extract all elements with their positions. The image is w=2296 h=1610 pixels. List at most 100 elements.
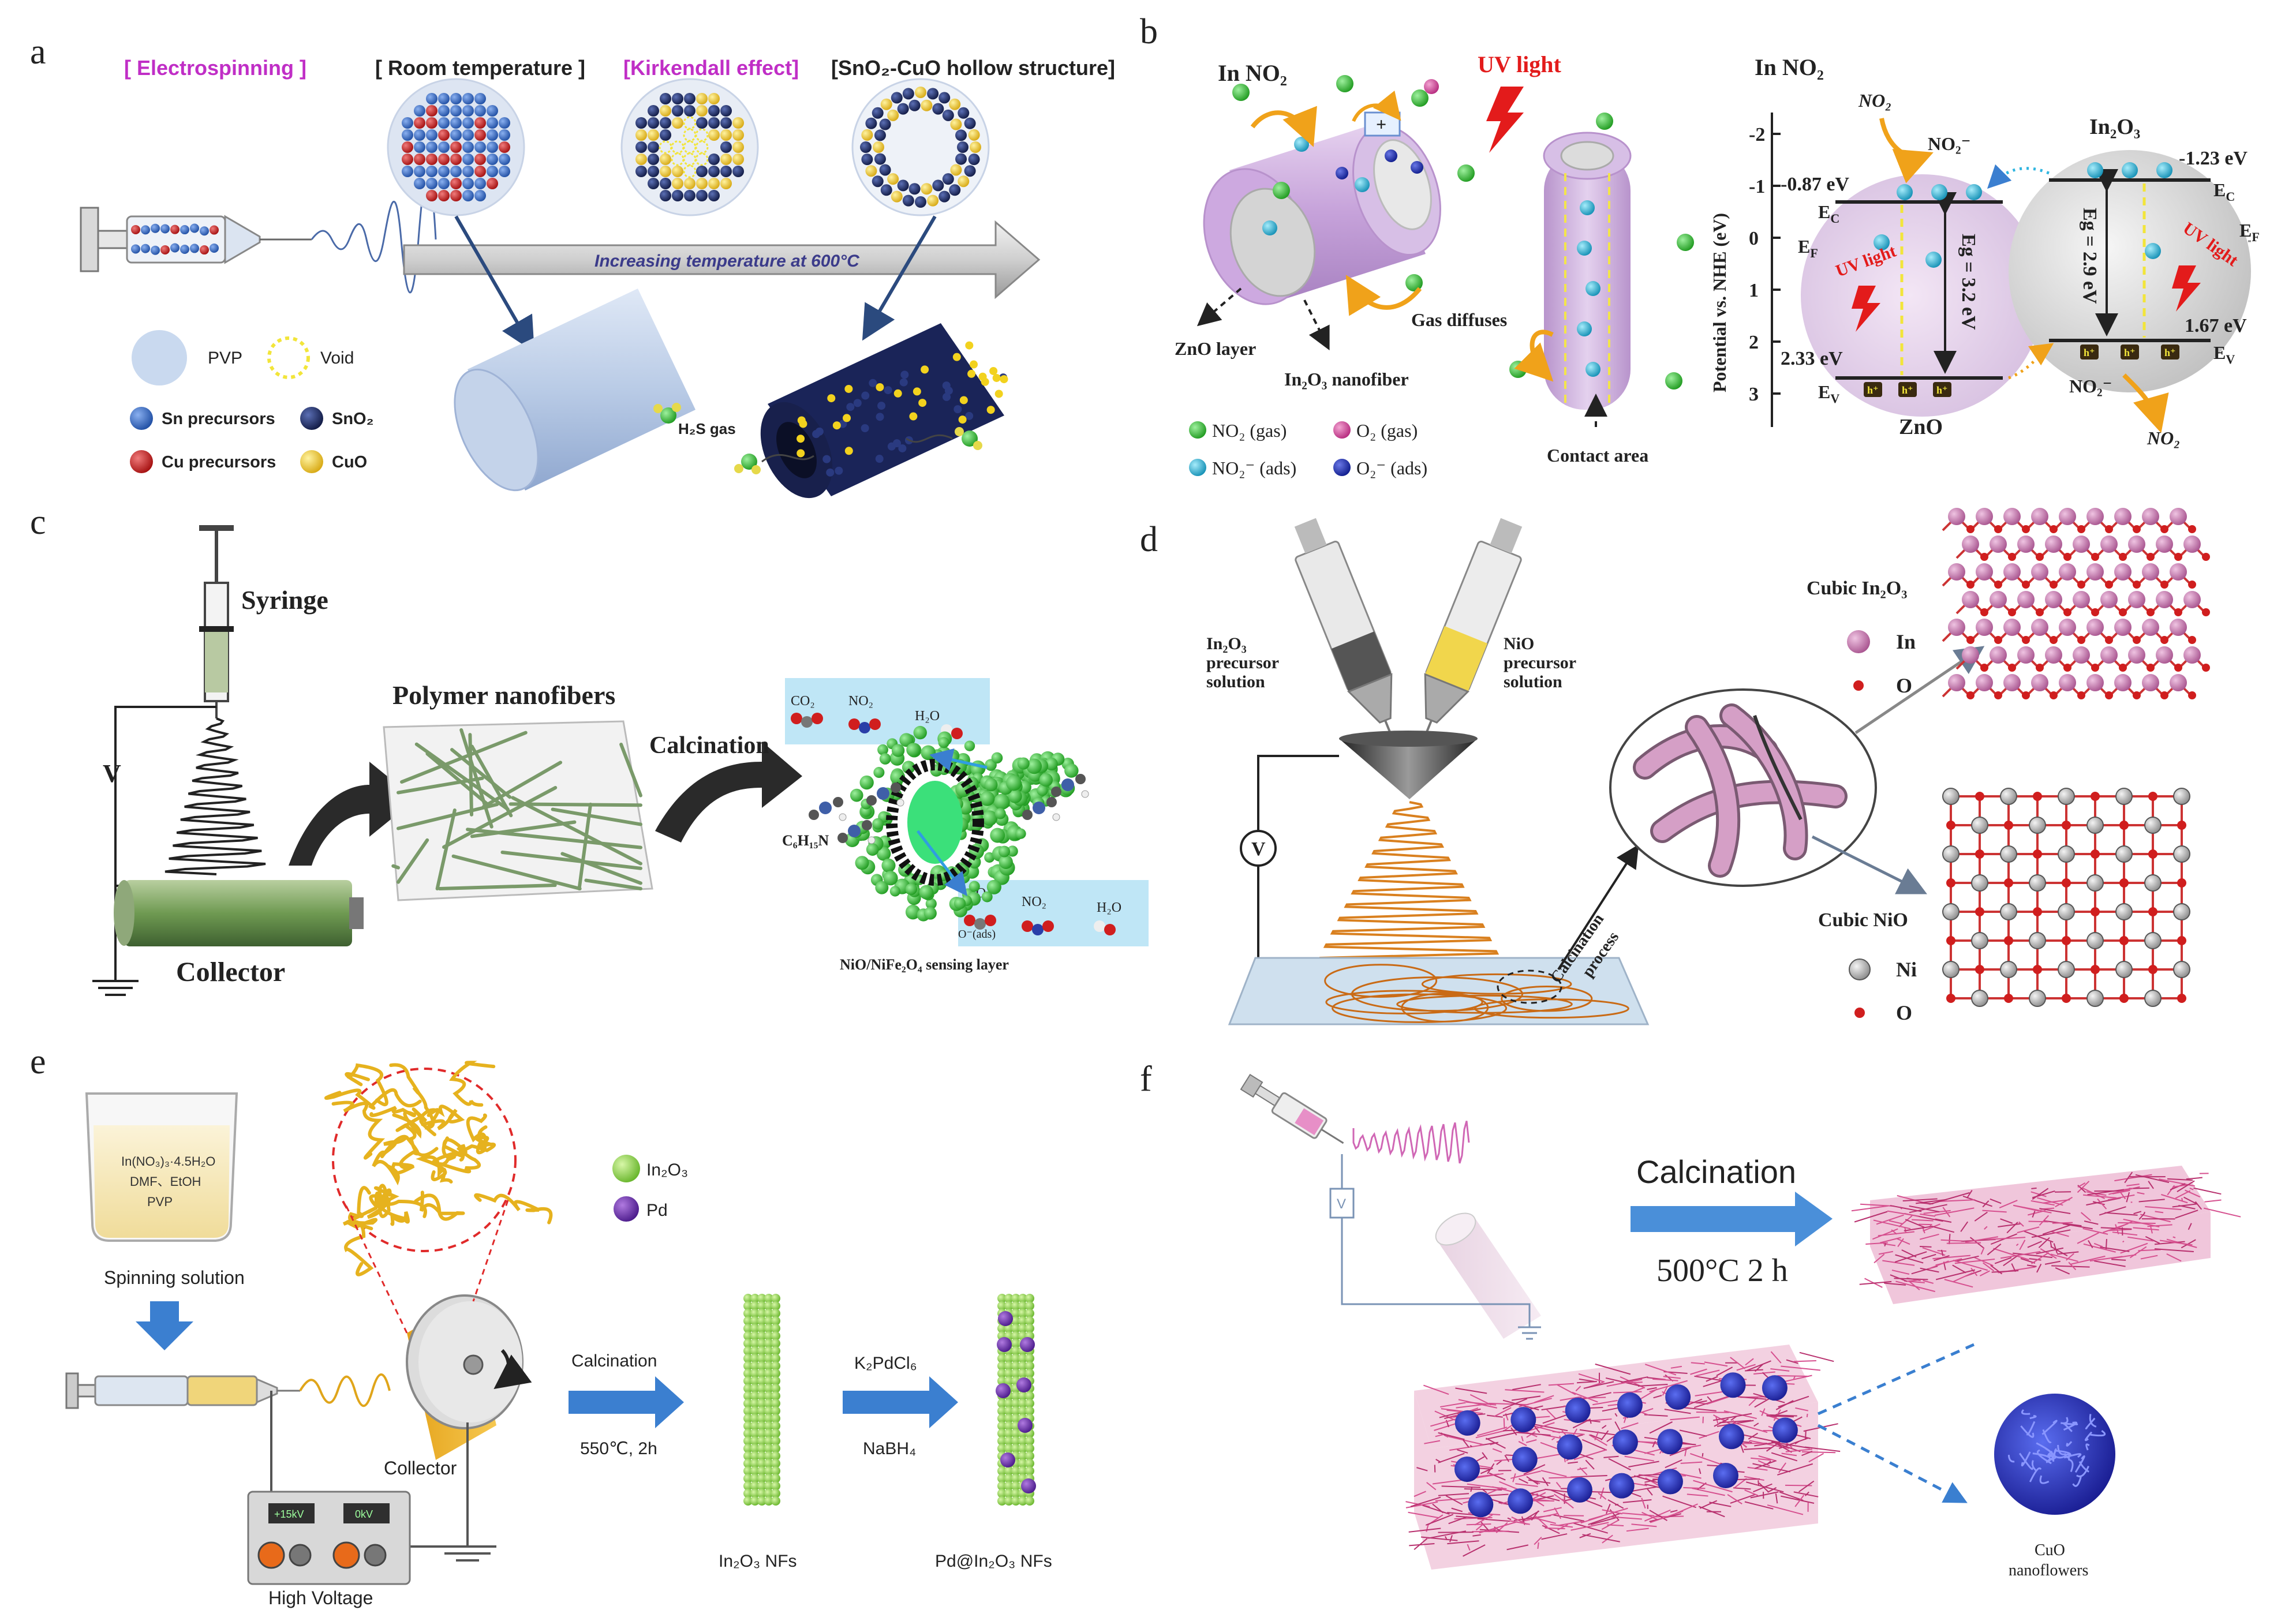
- panel-a: a [ Electrospinning ] [ Room temperature…: [30, 32, 1115, 499]
- zno-label: ZnO: [1899, 415, 1943, 439]
- cuo-fiber: [1409, 1543, 1435, 1547]
- o-atom: [1994, 636, 2002, 644]
- c-polymer-label: Polymer nanofibers: [392, 680, 615, 710]
- precursor-particle: [426, 105, 437, 117]
- precursor-particle: [462, 129, 474, 141]
- tube-particle: [918, 399, 927, 407]
- sensing-particle: [964, 740, 975, 751]
- in2o3-ec-label: EC: [2213, 179, 2235, 204]
- in2o3-label: In₂O₃: [2089, 115, 2140, 139]
- in-atom: [2156, 646, 2173, 664]
- cuo-fiber: [1462, 1439, 1469, 1448]
- e-legend-pd: Pd: [646, 1201, 668, 1220]
- cuo-flower-small: [1508, 1488, 1534, 1514]
- void-marker: [683, 164, 697, 178]
- cuo-fiber: [1684, 1449, 1687, 1457]
- hole: [1898, 382, 1917, 397]
- cuo-fiber: [1535, 1515, 1548, 1528]
- o-atom: [2202, 553, 2210, 561]
- precursor-particle: [462, 93, 474, 104]
- b-gas-arrow-3: [1514, 330, 1554, 382]
- cuo-fiber: [1781, 1452, 1797, 1457]
- in2o3-particle: [997, 1376, 1007, 1386]
- o-atom: [2091, 965, 2100, 974]
- in-atom: [1948, 563, 1965, 581]
- o-atom: [2063, 553, 2071, 561]
- precursor-particle: [499, 129, 510, 141]
- c-no2-bottom: NO₂: [1022, 894, 1046, 909]
- cuo-fiber: [1736, 1478, 1760, 1481]
- cuo-fiber: [1767, 1487, 1777, 1493]
- in-atom: [2003, 674, 2021, 691]
- kirkendall-particle: [720, 178, 732, 189]
- electron: [2145, 243, 2161, 259]
- cuo-fiber: [1940, 1239, 1963, 1242]
- in-atom: [2031, 674, 2048, 691]
- o-atom: [1946, 936, 1955, 945]
- cuo-fiber: [1543, 1507, 1562, 1512]
- sensing-particle: [872, 818, 884, 830]
- in2o3-particle: [764, 1361, 773, 1371]
- tube-particle: [981, 377, 989, 386]
- cuo-fiber: [2087, 1189, 2124, 1196]
- in2o3-particle: [1025, 1301, 1034, 1311]
- cuo-fiber: [1476, 1426, 1508, 1436]
- o-atom: [2036, 664, 2044, 672]
- cuo-fiber: [1693, 1480, 1733, 1493]
- f-calcination-label: Calcination: [1636, 1154, 1796, 1190]
- cuo-fiber: [1880, 1237, 1901, 1244]
- e-wave: [299, 1373, 391, 1407]
- hollow-particle: [970, 141, 981, 153]
- sensing-particle: [938, 737, 949, 748]
- cuo-fiber: [1526, 1476, 1539, 1485]
- cuo-fiber: [1935, 1269, 1976, 1280]
- precursor-particle: [438, 153, 450, 165]
- in2o3-particle: [750, 1339, 760, 1348]
- cuo-fiber: [1516, 1432, 1551, 1436]
- tube-particle: [884, 386, 892, 395]
- cuo-fiber: [1595, 1363, 1631, 1375]
- cuo-fiber: [1990, 1198, 2002, 1204]
- hollow-particle: [897, 103, 909, 115]
- sensing-particle: [979, 791, 995, 806]
- syringe-c: [199, 525, 234, 718]
- gas-atom: [1022, 920, 1033, 932]
- panel-e: e In(NO₃)₃·4.5H₂O DMF、EtOH PVP Spinning …: [30, 1042, 1052, 1608]
- hollow-particle: [938, 92, 951, 104]
- kirkendall-particle: [708, 93, 720, 104]
- legend-sn-precursors: Sn precursors: [162, 410, 275, 428]
- o-atom: [2063, 664, 2071, 672]
- tube-particle: [899, 378, 908, 387]
- kirkendall-particle: [696, 178, 708, 189]
- syringe-particle: [131, 224, 140, 234]
- cuo-fiber: [1912, 1219, 1934, 1222]
- kirkendall-particle: [635, 153, 647, 165]
- cuo-fiber: [1641, 1511, 1658, 1521]
- c-curved-arrow-1: [289, 762, 416, 866]
- cuo-fiber: [1557, 1521, 1583, 1526]
- hollow-particle: [908, 99, 921, 111]
- amine-c-atom: [809, 810, 819, 820]
- cuo-fiber: [1696, 1400, 1707, 1404]
- in2o3-particle: [1025, 1324, 1034, 1333]
- no2m-in2o3-bottom: NO₂⁻: [2069, 376, 2112, 396]
- cuo-fiber: [1779, 1491, 1804, 1501]
- amine-n-atom: [877, 787, 889, 800]
- kirkendall-particle: [660, 190, 671, 201]
- in2o3-particle: [771, 1406, 780, 1416]
- kirkendall-particle: [696, 105, 708, 117]
- in2o3-particle: [771, 1391, 780, 1401]
- in2o3-particle: [1018, 1369, 1027, 1378]
- d-syringe-right: [1422, 518, 1523, 743]
- in-atom: [2086, 563, 2104, 581]
- in2o3-particle: [750, 1294, 760, 1303]
- in2o3-particle: [1004, 1294, 1014, 1303]
- cuo-flower-small: [1510, 1407, 1536, 1433]
- sensing-particle: [1005, 775, 1022, 791]
- in2o3-particle: [757, 1436, 766, 1446]
- o-atom: [2174, 664, 2182, 672]
- b-big-tube: [1203, 124, 1441, 305]
- in-atom: [2100, 646, 2118, 664]
- tube-particle: [909, 412, 918, 421]
- cuo-fiber: [2044, 1260, 2061, 1265]
